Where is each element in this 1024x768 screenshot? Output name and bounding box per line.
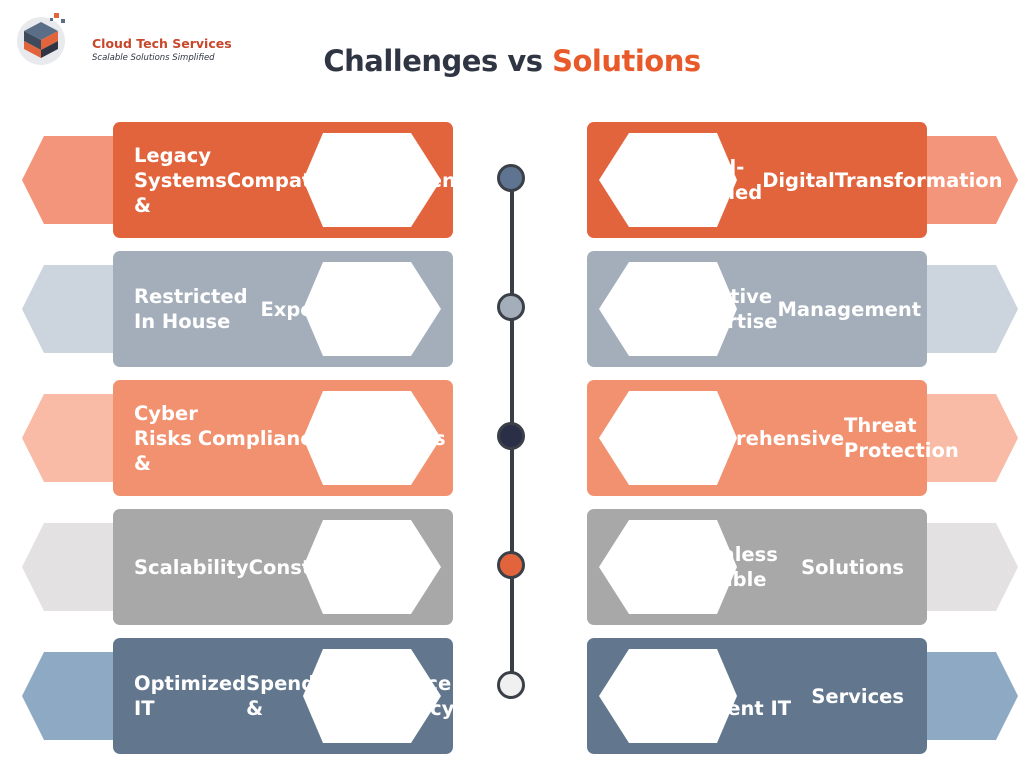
timeline-node — [497, 551, 525, 579]
label-line: Challenges — [325, 426, 446, 450]
label-line: Restricted In House — [134, 285, 248, 333]
challenge-card-shape — [22, 509, 453, 625]
challenge-card: Restricted In House Expertise — [22, 251, 492, 367]
solution-card: Seamless Scalable Solutions — [548, 509, 1018, 625]
timeline-node — [497, 293, 525, 321]
cube-logo-icon — [17, 13, 65, 65]
head-gears-icon — [266, 251, 368, 367]
circuit-lock-icon — [556, 380, 658, 496]
timeline-node — [497, 671, 525, 699]
label-line: Solutions — [801, 555, 904, 579]
label-line: Comprehensive — [674, 426, 845, 450]
label-line: Scalability — [134, 555, 249, 579]
challenge-label: Restricted In House Expertise — [134, 251, 364, 367]
dollar-up-icon: $ — [266, 638, 368, 754]
label-line: Threat Protection — [844, 414, 959, 462]
expand-arrows-bulb-icon — [556, 509, 658, 625]
label-line: Adaptive Expertise — [674, 285, 778, 333]
growth-chart-icon — [266, 509, 368, 625]
label-line: Digital — [762, 168, 835, 192]
lock-warning-icon — [266, 380, 368, 496]
label-line: Compatibility — [226, 168, 375, 192]
label-line: Spending & — [246, 672, 350, 720]
timeline-node — [497, 422, 525, 450]
solution-card-shape — [587, 380, 1018, 496]
challenge-card-shape — [22, 638, 453, 754]
brand-name: Cloud Tech Services — [92, 36, 232, 51]
label-line: Challenges — [374, 168, 495, 192]
brand-tagline: Scalable Solutions Simplified — [92, 53, 215, 63]
label-line: Legacy Systems & — [134, 143, 227, 217]
page-title: Challenges vs Solutions — [0, 44, 1024, 78]
label-line: Cost-Efficient IT — [674, 672, 792, 720]
label-line: Compliance — [197, 426, 326, 450]
solution-card-shape — [587, 509, 1018, 625]
label-line: Constraints — [248, 555, 376, 579]
solution-label: Cost-Efficient IT Services — [674, 638, 904, 754]
solution-card-shape — [587, 122, 1018, 238]
challenge-card-shape — [22, 380, 453, 496]
label-line: Services — [811, 684, 904, 708]
challenge-card-shape — [22, 251, 453, 367]
lightbulb-gear-icon — [556, 122, 658, 238]
label-line: Optimized IT — [134, 672, 247, 720]
timeline-node — [497, 164, 525, 192]
gear-arrows-icon — [266, 122, 368, 238]
challenge-card-shape — [22, 122, 453, 238]
solution-card: Cost-Efficient IT Services $ — [548, 638, 1018, 754]
title-part-solutions: Solutions — [552, 44, 701, 78]
handshake-gear-icon — [556, 251, 658, 367]
label-line: Cyber Risks & — [134, 401, 198, 475]
solution-label: Seamless Scalable Solutions — [674, 509, 904, 625]
solution-card-shape — [587, 638, 1018, 754]
solution-card-shape — [587, 251, 1018, 367]
label-line: Management — [777, 297, 922, 321]
label-line: Seamless Scalable — [674, 543, 778, 591]
label-line: Transformation — [834, 168, 1003, 192]
label-line: Cloud-Enabled — [674, 156, 763, 204]
label-line: Expertise — [260, 297, 364, 321]
dollar-down-icon: $ — [556, 638, 658, 754]
brand-logo: Cloud Tech Services Scalable Solutions S… — [14, 10, 234, 66]
title-part-challenges: Challenges vs — [323, 44, 543, 78]
label-line: Resource Efficiency — [349, 672, 455, 720]
